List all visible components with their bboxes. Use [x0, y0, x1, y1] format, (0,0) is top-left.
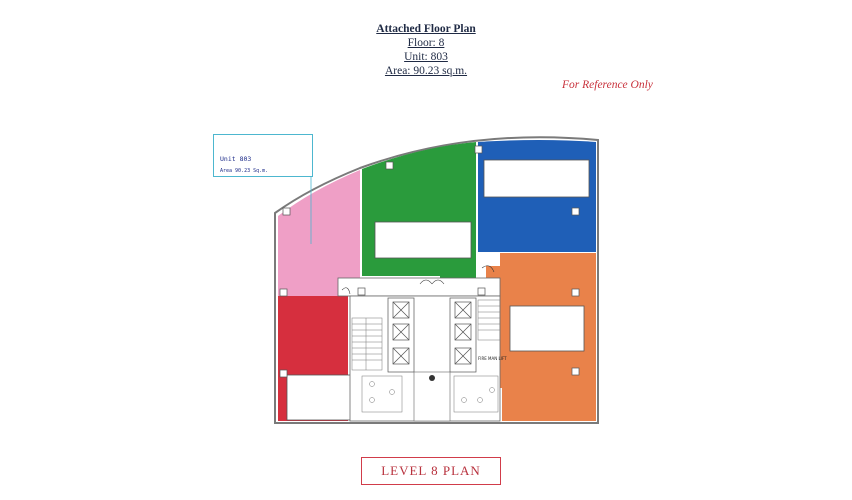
unit-label: Unit: 803	[404, 51, 448, 63]
unit-803-zone	[278, 170, 360, 296]
blue-unit-core	[483, 159, 590, 198]
plan-header: Attached Floor Plan Floor: 8 Unit: 803 A…	[326, 22, 526, 78]
orange-unit-core	[509, 305, 585, 352]
level-plan-label: LEVEL 8 PLAN	[361, 457, 501, 485]
callout-area-label: Area 90.23 Sq.m.	[220, 168, 269, 174]
green-unit-zone	[362, 142, 476, 284]
core-symbol	[429, 375, 435, 381]
stair-right	[477, 299, 501, 341]
structural-columns	[279, 145, 580, 378]
reference-note: For Reference Only	[562, 79, 653, 91]
red-unit-core	[286, 374, 358, 421]
green-unit-core	[374, 221, 472, 259]
lift-shafts-right	[449, 297, 477, 373]
plan-title: Attached Floor Plan	[376, 23, 476, 35]
stair-left	[351, 317, 383, 371]
toilet-right	[453, 375, 499, 413]
lift-shafts-left	[387, 297, 415, 373]
toilet-left	[361, 375, 403, 413]
floor-label: Floor: 8	[407, 37, 445, 49]
door-swings	[341, 265, 495, 295]
area-label: Area: 90.23 sq.m.	[384, 65, 468, 77]
unit-callout: Unit 803 Area 90.23 Sq.m.	[213, 134, 313, 177]
fireman-lift-tag: FIRE MAN LIFT	[478, 356, 507, 361]
callout-unit-label: Unit 803	[220, 155, 252, 163]
orange-bump	[486, 266, 502, 280]
